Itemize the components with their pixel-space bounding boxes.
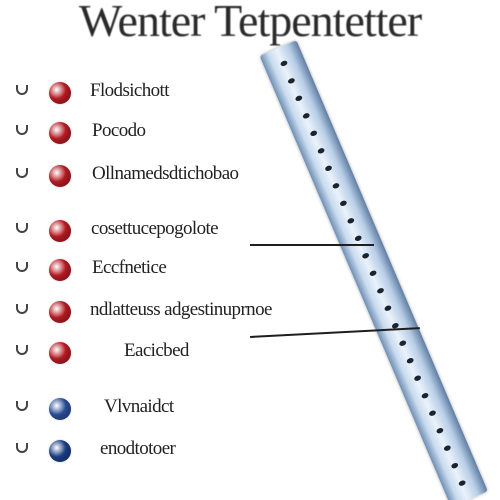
ruler-mark — [443, 444, 452, 452]
status-dot — [49, 82, 71, 104]
list-item[interactable]: Eacicbed — [0, 338, 360, 368]
ruler-mark — [405, 357, 415, 365]
ruler-mark — [279, 59, 289, 68]
status-dot — [49, 440, 71, 462]
list-item[interactable]: Eccfnetice — [0, 255, 360, 285]
ruler-mark — [376, 287, 385, 295]
check-icon[interactable] — [16, 304, 28, 314]
status-dot — [49, 165, 71, 187]
check-icon[interactable] — [16, 125, 28, 135]
ruler-mark — [339, 199, 348, 207]
check-icon[interactable] — [16, 262, 28, 272]
item-label: enodtotoer — [100, 438, 176, 459]
item-label: Flodsichott — [90, 80, 170, 101]
ruler-mark — [457, 479, 467, 487]
ruler-mark — [428, 409, 437, 417]
list-item[interactable]: Pocodo — [0, 118, 360, 148]
page-title: Wenter Tetpentetter — [78, 0, 422, 46]
ruler-mark — [450, 461, 459, 470]
item-label: Vlvnaidct — [104, 396, 174, 417]
check-icon[interactable] — [16, 345, 28, 355]
status-dot — [49, 122, 71, 144]
list-item[interactable]: ndlatteuss adgestinuprnoe — [0, 297, 360, 327]
ruler-mark — [398, 339, 407, 347]
list-item[interactable]: cosettucepogolote — [0, 216, 360, 246]
ruler-mark — [316, 147, 326, 155]
ruler-mark — [368, 269, 378, 277]
check-icon[interactable] — [16, 443, 28, 453]
ruler-mark — [435, 426, 445, 435]
status-dot — [49, 398, 71, 420]
check-icon[interactable] — [16, 85, 28, 95]
item-label: Eacicbed — [124, 340, 189, 361]
item-label: Ollnamedsdtichobao — [92, 163, 239, 184]
check-icon[interactable] — [16, 223, 28, 233]
check-icon[interactable] — [16, 401, 28, 411]
status-dot — [49, 220, 71, 242]
item-label: Pocodo — [92, 120, 146, 141]
status-dot — [49, 301, 71, 323]
item-label: ndlatteuss adgestinuprnoe — [90, 299, 272, 320]
ruler-mark — [420, 392, 430, 400]
leader-line — [250, 244, 374, 246]
ruler-mark — [361, 252, 370, 260]
list-item[interactable]: Vlvnaidct — [0, 394, 360, 424]
list-item[interactable]: Ollnamedsdtichobao — [0, 161, 360, 191]
ruler-mark — [383, 304, 393, 312]
item-label: Eccfnetice — [92, 257, 167, 278]
item-label: cosettucepogolote — [91, 218, 219, 239]
status-dot — [49, 342, 71, 364]
list-item[interactable]: enodtotoer — [0, 436, 360, 466]
list-item[interactable]: Flodsichott — [0, 78, 360, 108]
ruler-mark — [413, 374, 422, 382]
check-icon[interactable] — [16, 168, 28, 178]
status-dot — [49, 259, 71, 281]
